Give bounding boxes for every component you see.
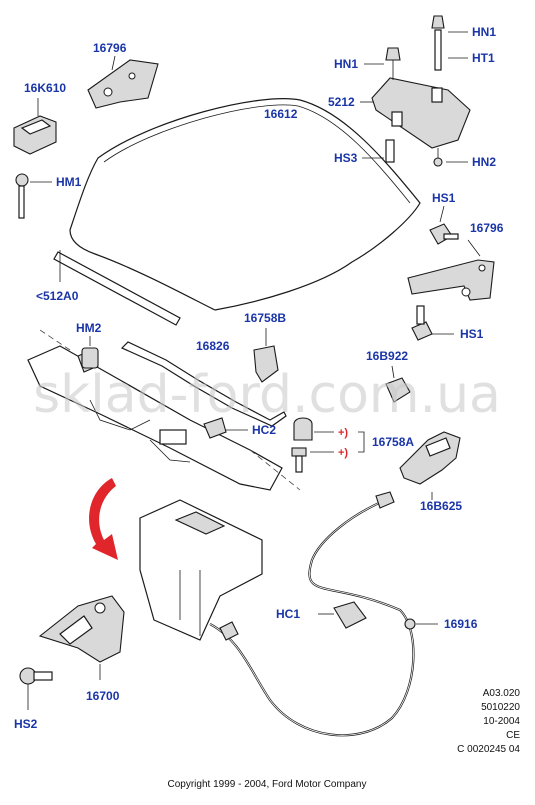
prop-rod-clip xyxy=(253,328,279,383)
label-16B625: 16B625 xyxy=(420,499,462,513)
label-16K610: 16K610 xyxy=(24,81,66,95)
marker-plus-2: +) xyxy=(338,447,348,459)
label-16826: 16826 xyxy=(196,339,230,353)
hm2-bumper xyxy=(81,336,99,369)
hood-latch-5212 xyxy=(360,15,471,167)
label-16796-top: 16796 xyxy=(93,41,127,55)
detail-arrow xyxy=(89,478,118,560)
label-5212: 5212 xyxy=(328,95,355,109)
label-HN1-left: HN1 xyxy=(334,57,358,71)
marker-plus-1: +) xyxy=(338,427,348,439)
hood-panel xyxy=(69,98,421,311)
label-16612: 16612 xyxy=(264,107,298,121)
drawing-info-block: A03.020 5010220 10-2004 CE C 0020245 04 xyxy=(457,688,520,755)
label-HN2: HN2 xyxy=(472,155,496,169)
hinge-bracket-top xyxy=(87,55,159,109)
latch-bumper-16B922 xyxy=(385,365,411,403)
label-16758B: 16758B xyxy=(244,311,286,325)
label-HS1-bottom: HS1 xyxy=(460,327,484,341)
info-line-5: C 0020245 04 xyxy=(457,744,520,755)
info-line-2: 5010220 xyxy=(481,702,520,713)
safety-catch-lever xyxy=(399,431,461,500)
copyright-text: Copyright 1999 - 2004, Ford Motor Compan… xyxy=(168,779,367,790)
label-512A0: <512A0 xyxy=(36,289,79,303)
info-line-4: CE xyxy=(506,730,520,741)
hinge-bracket-right xyxy=(407,205,495,341)
label-HC2: HC2 xyxy=(252,423,276,437)
hood-bumper-block xyxy=(13,98,57,155)
label-16B922: 16B922 xyxy=(366,349,408,363)
watermark-text: sklad-ford.com.ua xyxy=(33,365,501,425)
info-line-3: 10-2004 xyxy=(483,716,520,727)
label-16916: 16916 xyxy=(444,617,478,631)
label-16758A: 16758A xyxy=(372,435,414,449)
label-HS1-top: HS1 xyxy=(432,191,456,205)
release-cable xyxy=(209,491,438,737)
label-16796-right: 16796 xyxy=(470,221,504,235)
label-HS3: HS3 xyxy=(334,151,358,165)
callout-labels: 16796 16K610 HM1 16612 <512A0 HM2 16826 … xyxy=(14,25,504,731)
info-line-1: A03.020 xyxy=(483,688,521,699)
hood-latch-16700 xyxy=(38,595,125,680)
label-HM1: HM1 xyxy=(56,175,82,189)
fastener-16758A xyxy=(291,417,365,473)
hc1-cable-clip xyxy=(318,601,367,629)
label-HT1: HT1 xyxy=(472,51,495,65)
hc2-clip xyxy=(203,417,248,439)
weatherstrip xyxy=(53,250,181,326)
label-HS2: HS2 xyxy=(14,717,38,731)
label-16700: 16700 xyxy=(86,689,120,703)
hs2-bolt xyxy=(19,667,53,710)
hood-prop-rod xyxy=(120,341,287,427)
label-HN1-right: HN1 xyxy=(472,25,496,39)
label-HM2: HM2 xyxy=(76,321,102,335)
hm1-pin xyxy=(15,173,52,219)
latch-support-bracket xyxy=(139,499,263,641)
label-HC1: HC1 xyxy=(276,607,300,621)
